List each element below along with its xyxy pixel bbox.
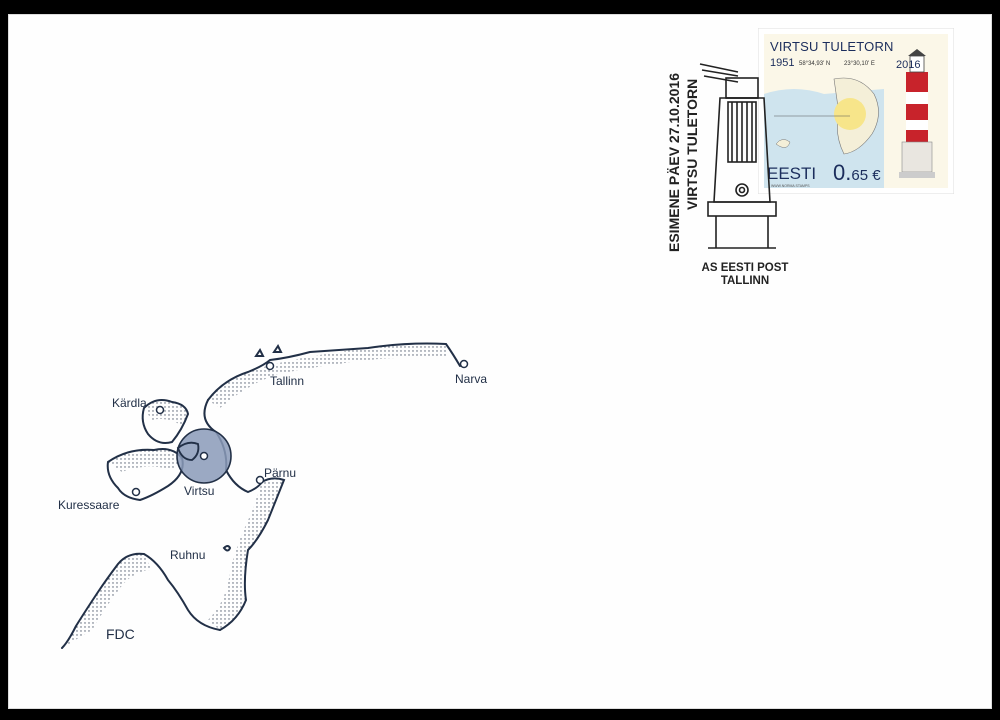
city-label-virtsu: Virtsu	[184, 484, 215, 498]
stamp-year-built: 1951	[770, 57, 795, 69]
cancellation-lighthouse-icon	[699, 63, 777, 249]
stamp-printer-line: WWW.NORMA STAMPS	[771, 184, 810, 188]
postage-stamp: VIRTSU TULETORN 1951 58°34,93' N 23°30,1…	[758, 28, 954, 194]
marker-narva	[459, 359, 469, 369]
stamp-artwork: VIRTSU TULETORN 1951 58°34,93' N 23°30,1…	[764, 34, 948, 188]
post-office-line1: AS EESTI POST	[701, 262, 789, 274]
stamp-value-rest: 65 €	[851, 167, 881, 184]
post-office-line2: TALLINN	[720, 275, 770, 287]
estonia-coastline-map	[61, 342, 469, 649]
marker-tallinn	[265, 361, 275, 371]
stamp-latitude: 58°34,93' N	[799, 61, 831, 67]
marker-parnu	[255, 475, 265, 485]
city-label-parnu: Pärnu	[264, 466, 297, 480]
marker-kardla	[155, 405, 165, 415]
stamp-illustration	[764, 49, 935, 188]
stamp-country: EESTI	[767, 164, 817, 183]
marker-kuressaare	[131, 487, 141, 497]
city-label-narva: Narva	[455, 372, 488, 386]
stamp-value: 0.65 €	[833, 160, 881, 186]
city-label-kuressaare: Kuressaare	[58, 498, 120, 512]
stamp-title: VIRTSU TULETORN	[770, 39, 894, 54]
marker-virtsu	[199, 451, 209, 461]
post-office-text: AS EESTI POST TALLINN	[700, 262, 790, 288]
fdc-label: FDC	[106, 626, 135, 642]
stamp-value-main: 0.	[833, 160, 852, 185]
stamp-longitude: 23°30,10' E	[844, 61, 875, 67]
city-label-ruhnu: Ruhnu	[170, 548, 206, 562]
city-label-kardla: Kärdla	[112, 396, 147, 410]
cancellation-title-text: VIRTSU TULETORN	[684, 78, 700, 210]
city-label-tallinn: Tallinn	[270, 374, 305, 388]
cancellation-date-text: ESIMENE PÄEV 27.10.2016	[666, 73, 682, 252]
stamp-year-issue: 2016	[896, 59, 921, 71]
